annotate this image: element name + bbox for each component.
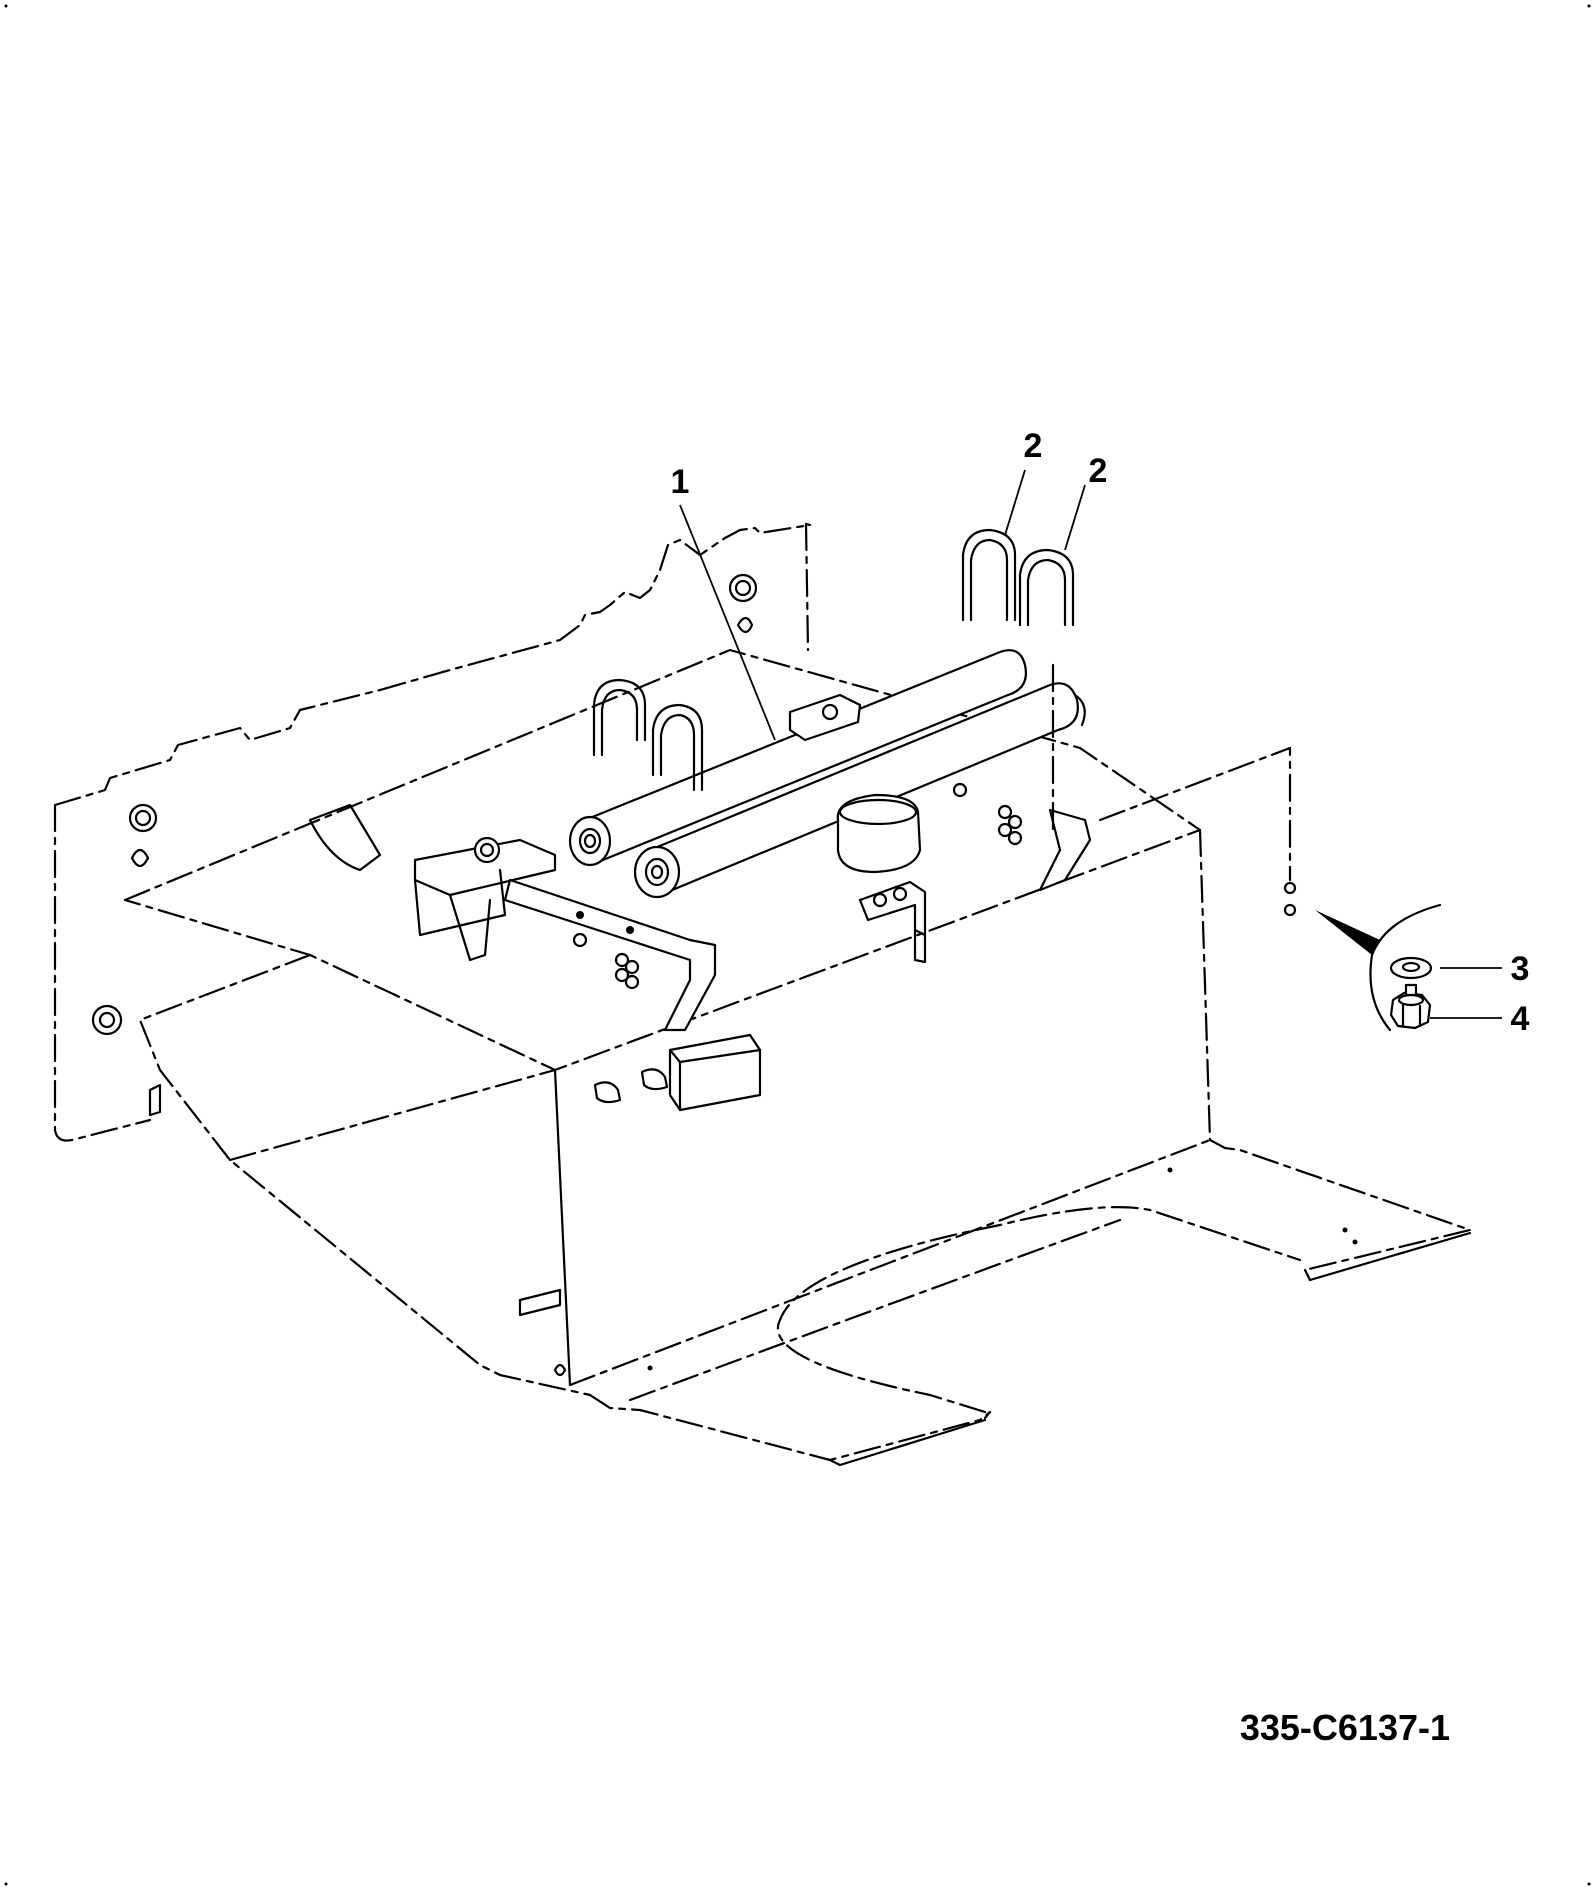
callout-leaders (679, 469, 1502, 1019)
rear-mounting-plate (53, 522, 812, 1142)
cross-tubes (568, 649, 1086, 899)
corner-marks (4, 4, 1591, 1886)
lock-nut (1389, 983, 1432, 1030)
hardware-detail (1051, 663, 1442, 1032)
floor-plate (588, 1138, 1472, 1467)
right-mounting-bracket (788, 693, 1092, 964)
callout-1: 1 (671, 463, 690, 501)
u-bolts (592, 528, 1075, 792)
callout-2-right: 2 (1089, 452, 1108, 490)
left-mounting-bracket (413, 836, 717, 1032)
frame-box (123, 648, 1212, 1397)
drawing-number: 335-C6137-1 (1240, 1707, 1450, 1748)
front-details (308, 803, 762, 1112)
washer (1389, 956, 1433, 980)
callout-2-left: 2 (1024, 427, 1043, 465)
callout-3: 3 (1511, 950, 1530, 988)
callout-4: 4 (1511, 1000, 1530, 1038)
